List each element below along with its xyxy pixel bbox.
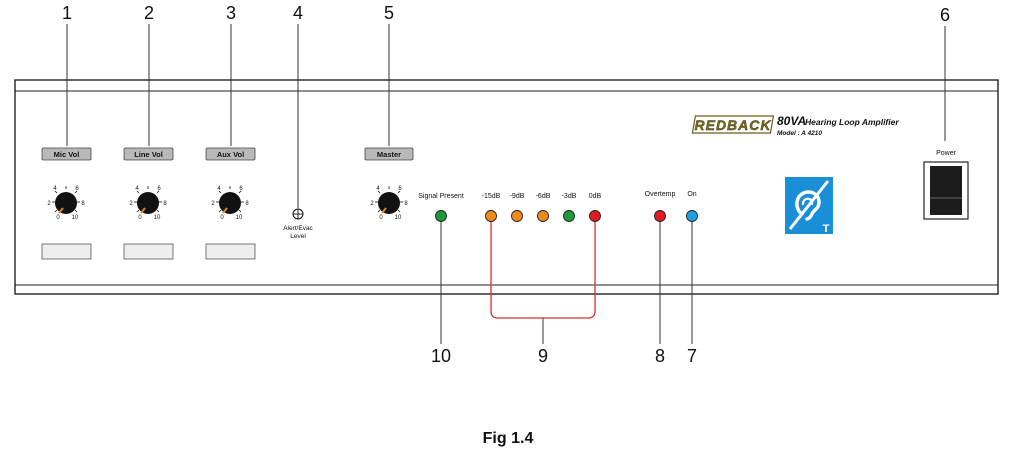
svg-text:4: 4 (135, 186, 139, 192)
svg-text:Line Vol: Line Vol (134, 150, 163, 159)
svg-text:T: T (823, 223, 830, 235)
svg-text:0: 0 (138, 215, 142, 221)
callout-10: 10 (431, 346, 451, 366)
svg-text:2: 2 (211, 201, 215, 207)
svg-text:Mic Vol: Mic Vol (54, 150, 80, 159)
callout-6: 6 (940, 5, 950, 25)
svg-text:2: 2 (370, 201, 374, 207)
callout-1: 1 (62, 3, 72, 23)
aux-vol-knob[interactable]: 0 2 4 6 8 10 (211, 186, 249, 221)
led-label-minus6db: -6dB (536, 193, 551, 200)
svg-text:0: 0 (56, 215, 60, 221)
signal-present-label: Signal Present (418, 193, 464, 200)
level-meter-bracket (490, 221, 596, 319)
svg-text:8: 8 (404, 201, 408, 207)
svg-text:6: 6 (157, 186, 161, 192)
svg-text:6: 6 (398, 186, 402, 192)
svg-text:Aux Vol: Aux Vol (217, 150, 244, 159)
svg-text:2: 2 (129, 201, 133, 207)
alert-evac-level-trim[interactable] (292, 208, 304, 220)
mic-vol-tag: Mic Vol (41, 147, 92, 161)
svg-text:8: 8 (163, 201, 167, 207)
callout-8: 8 (655, 346, 665, 366)
product-wattage: 80VA (777, 114, 806, 128)
line-label-strip (123, 243, 174, 260)
line-vol-knob[interactable]: 0 2 4 6 8 10 (129, 186, 167, 221)
svg-text:2: 2 (47, 201, 51, 207)
level-led-minus3db (563, 210, 575, 222)
line-vol-tag: Line Vol (123, 147, 174, 161)
master-tag: Master (364, 147, 414, 161)
master-knob[interactable]: 0 2 4 6 8 10 (370, 186, 408, 221)
svg-text:8: 8 (245, 201, 249, 207)
mic-vol-knob[interactable]: 0 2 4 6 8 10 (47, 186, 85, 221)
led-label-minus3db: -3dB (562, 193, 577, 200)
aux-vol-tag: Aux Vol (205, 147, 256, 161)
callout-4: 4 (293, 3, 303, 23)
led-label-minus15db: -15dB (482, 193, 501, 200)
svg-text:10: 10 (72, 215, 79, 221)
svg-text:8: 8 (81, 201, 85, 207)
alert-evac-label: Alert/Evac (283, 225, 313, 232)
hearing-loop-ear-icon: T (785, 177, 833, 235)
svg-text:10: 10 (154, 215, 161, 221)
model-number: Model : A 4210 (777, 130, 822, 137)
svg-text:4: 4 (53, 186, 57, 192)
aux-label-strip (205, 243, 256, 260)
level-led-0db (589, 210, 601, 222)
svg-text:10: 10 (395, 215, 402, 221)
svg-text:0: 0 (379, 215, 383, 221)
signal-present-led (435, 210, 447, 222)
led-label-minus9db: -9dB (510, 193, 525, 200)
svg-text:6: 6 (75, 186, 79, 192)
svg-text:4: 4 (376, 186, 380, 192)
led-label-0db: 0dB (589, 193, 602, 200)
callout-9: 9 (538, 346, 548, 366)
svg-text:6: 6 (239, 186, 243, 192)
svg-text:10: 10 (236, 215, 243, 221)
callout-3: 3 (226, 3, 236, 23)
svg-text:REDBACK: REDBACK (695, 117, 772, 133)
chassis-outline (14, 79, 999, 295)
power-rocker-switch[interactable] (923, 161, 969, 220)
alert-level-label: Level (290, 233, 306, 240)
overtemp-led (654, 210, 666, 222)
mic-label-strip (41, 243, 92, 260)
callout-5: 5 (384, 3, 394, 23)
figure-caption: Fig 1.4 (483, 430, 534, 447)
level-led-minus6db (537, 210, 549, 222)
svg-text:4: 4 (217, 186, 221, 192)
svg-text:0: 0 (220, 215, 224, 221)
callout-2: 2 (144, 3, 154, 23)
redback-logo: REDBACK (691, 115, 775, 134)
callout-7: 7 (687, 346, 697, 366)
level-led-minus15db (485, 210, 497, 222)
on-led (686, 210, 698, 222)
overtemp-label: Overtemp (645, 191, 676, 198)
level-led-minus9db (511, 210, 523, 222)
svg-text:Master: Master (377, 150, 401, 159)
product-name: Hearing Loop Amplifier (805, 117, 899, 127)
power-label: Power (936, 150, 957, 157)
on-label: On (687, 191, 696, 198)
